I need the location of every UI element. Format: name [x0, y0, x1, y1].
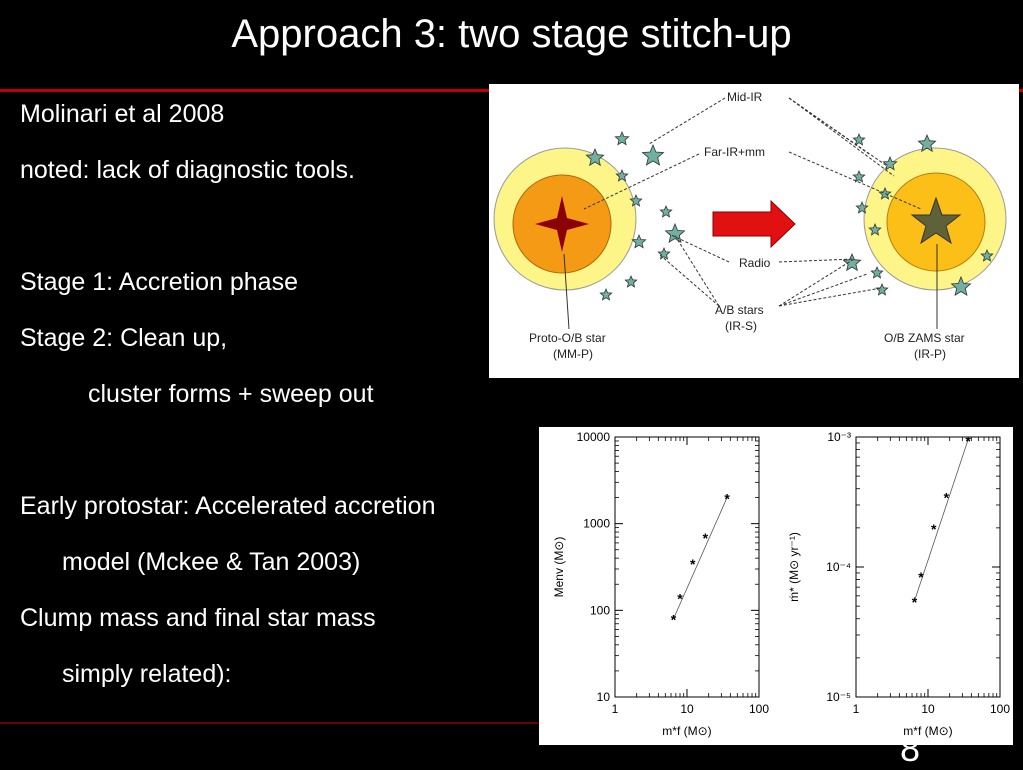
data-point: *: [690, 556, 696, 572]
bullet-reference: Molinari et al 2008: [20, 100, 225, 128]
bullet-stage-1: Stage 1: Accretion phase: [20, 268, 298, 296]
label-mid-ir: Mid-IR: [727, 90, 763, 104]
slide-title: Approach 3: two stage stitch-up: [231, 12, 792, 56]
small-star-icon: [917, 133, 937, 153]
small-star-icon: [882, 155, 898, 171]
data-point: *: [931, 521, 937, 537]
data-point: *: [724, 491, 730, 507]
small-star-icon: [624, 274, 638, 288]
small-star-icon: [657, 246, 671, 260]
small-star-icon: [852, 169, 866, 183]
data-point: *: [703, 530, 709, 546]
small-star-icon: [868, 222, 882, 236]
y-tick-label: 10⁻⁵: [826, 690, 851, 704]
small-star-icon: [585, 147, 605, 167]
small-star-icon: [614, 130, 630, 146]
x-tick-label: 1: [612, 702, 619, 716]
bullet-simply-related: simply related):: [62, 660, 232, 688]
x-axis-label: m*f (M⊙): [662, 724, 711, 738]
y-tick-label: 1000: [583, 517, 610, 531]
y-axis-label: ṁ* (M⊙ yr⁻¹): [787, 532, 801, 602]
bullet-stage-2: Stage 2: Clean up,: [20, 324, 228, 352]
evolution-diagram-svg: Mid-IR Far-IR+mm Radio A/B stars (IR-S) …: [493, 90, 1007, 361]
small-star-icon: [641, 143, 665, 166]
label-far-ir: Far-IR+mm: [704, 145, 765, 159]
small-star-icon: [855, 200, 869, 214]
trend-line: [914, 439, 969, 601]
proto-star-icon: [535, 196, 589, 252]
x-tick-label: 100: [990, 702, 1010, 716]
small-stars-left: [585, 130, 686, 301]
label-proto: Proto-O/B star: [529, 331, 606, 345]
label-ab-stars: A/B stars: [715, 303, 764, 317]
data-point: *: [912, 594, 918, 610]
small-star-icon: [852, 132, 866, 146]
small-star-icon: [875, 282, 889, 296]
zams-star-icon: [910, 196, 962, 245]
small-star-icon: [842, 252, 862, 272]
bottom-divider: [0, 722, 540, 724]
solid-pointer-lines: [563, 244, 938, 330]
y-tick-label: 10: [597, 690, 611, 704]
bullet-early-protostar: Early protostar: Accelerated accretion: [20, 492, 436, 520]
y-tick-label: 10⁻⁴: [826, 560, 851, 574]
x-tick-label: 10: [680, 702, 694, 716]
pointer-lines: [583, 97, 922, 307]
label-zams: O/B ZAMS star: [884, 331, 965, 345]
y-tick-label: 10⁻³: [827, 430, 851, 444]
data-point: *: [671, 612, 677, 628]
plot-frame: [855, 436, 1001, 698]
label-proto-sub: (MM-P): [553, 347, 593, 361]
stage-transition-arrow: [712, 199, 796, 249]
x-tick-label: 10: [921, 702, 935, 716]
plot-frame: [614, 436, 760, 698]
x-tick-label: 1: [853, 702, 860, 716]
small-star-icon: [664, 222, 686, 243]
x-tick-label: 100: [749, 702, 769, 716]
bullet-clump-mass: Clump mass and final star mass: [20, 604, 376, 632]
data-point: *: [965, 433, 971, 449]
small-stars-right: [842, 132, 994, 296]
small-star-icon: [950, 275, 972, 296]
y-tick-label: 10000: [577, 430, 611, 444]
data-point: *: [918, 569, 924, 585]
bullet-noted: noted: lack of diagnostic tools.: [20, 156, 355, 184]
y-axis-label: Menv (M⊙): [552, 537, 566, 598]
x-axis-label: m*f (M⊙): [903, 724, 952, 738]
small-star-icon: [659, 204, 673, 218]
label-radio: Radio: [739, 256, 771, 270]
small-star-icon: [980, 248, 994, 262]
evolution-diagram: Mid-IR Far-IR+mm Radio A/B stars (IR-S) …: [489, 84, 1019, 378]
label-ab-stars-sub: (IR-S): [725, 319, 757, 333]
data-point: *: [677, 591, 683, 607]
slide-number: 8: [900, 728, 921, 769]
bullet-stage-2-detail: cluster forms + sweep out: [88, 380, 374, 408]
small-star-icon: [615, 168, 629, 182]
label-zams-sub: (IR-P): [914, 347, 946, 361]
small-star-icon: [631, 233, 647, 249]
data-point: *: [944, 489, 950, 505]
small-star-icon: [870, 265, 884, 279]
trend-line: [673, 497, 728, 619]
small-star-icon: [629, 193, 643, 207]
bullet-model: model (Mckee & Tan 2003): [62, 548, 361, 576]
y-tick-label: 100: [590, 603, 610, 617]
small-star-icon: [599, 287, 613, 301]
